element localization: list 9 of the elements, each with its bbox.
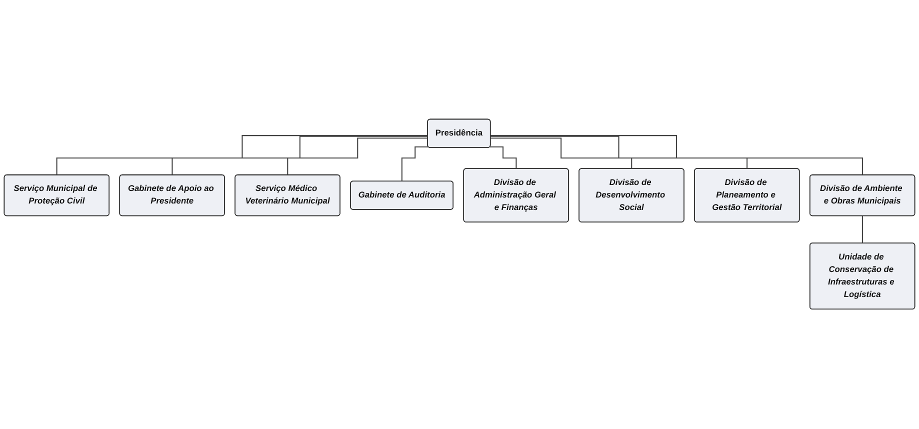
connector [401, 146, 428, 182]
connector [287, 138, 428, 176]
connector [490, 136, 748, 170]
connector [490, 135, 864, 176]
connector [490, 146, 517, 170]
connector [56, 135, 428, 176]
connector [490, 138, 632, 170]
connector [862, 216, 864, 244]
connector [172, 136, 428, 176]
